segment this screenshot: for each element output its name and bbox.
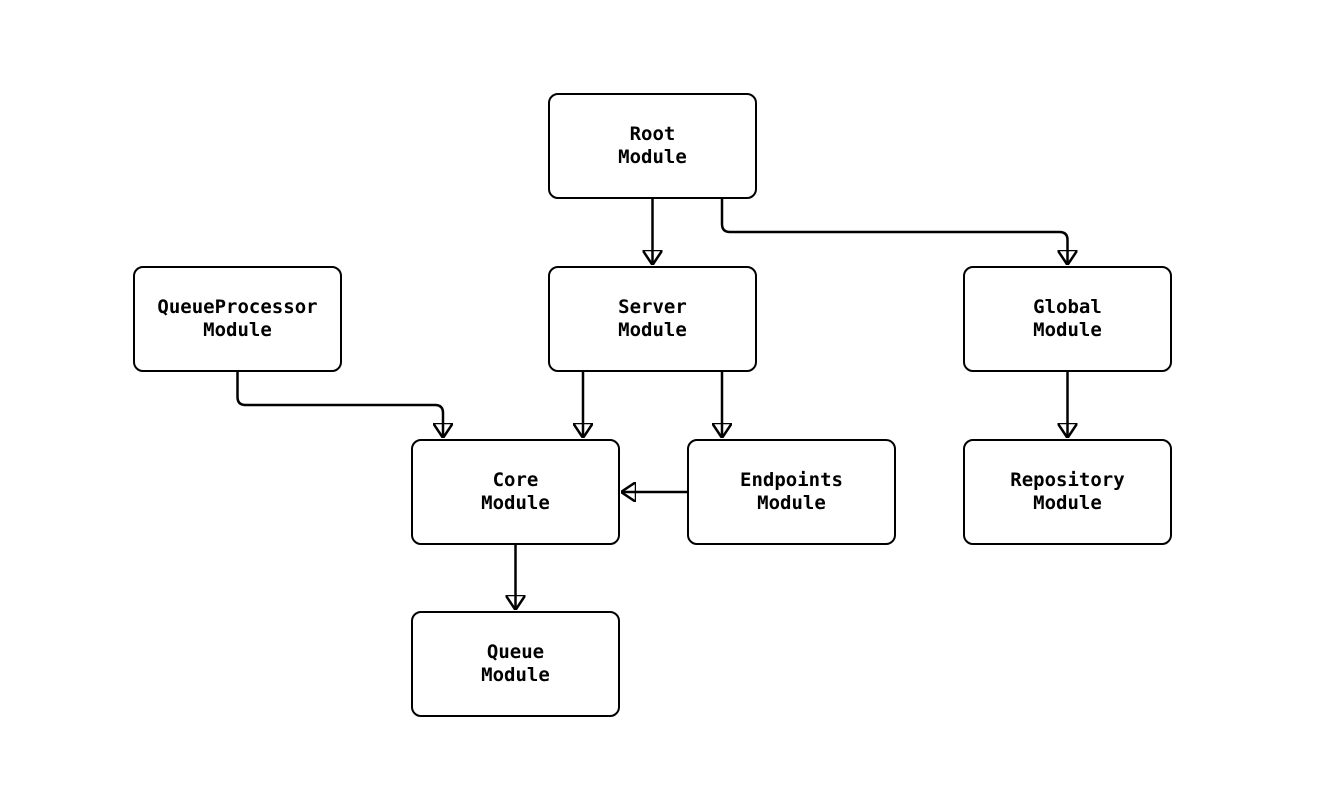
node-label: Module bbox=[757, 492, 826, 514]
node-queueprocessor-module: QueueProcessor Module bbox=[133, 266, 342, 372]
node-core-module: Core Module bbox=[411, 439, 620, 545]
node-label: Module bbox=[618, 319, 687, 341]
node-label: Module bbox=[1033, 319, 1102, 341]
edge-queueprocessor-to-core bbox=[236, 372, 444, 437]
node-label: Queue bbox=[486, 641, 545, 663]
node-label: Module bbox=[618, 146, 687, 168]
node-label: Endpoints bbox=[740, 469, 843, 491]
node-label: Module bbox=[203, 319, 272, 341]
node-label: Module bbox=[481, 492, 550, 514]
node-queue-module: Queue Module bbox=[411, 611, 620, 717]
node-root-module: Root Module bbox=[548, 93, 757, 199]
node-label: Module bbox=[1033, 492, 1102, 514]
node-label: Global bbox=[1033, 296, 1102, 318]
node-label: Core bbox=[492, 469, 539, 491]
node-label: Repository bbox=[1010, 469, 1125, 491]
edge-root-to-global bbox=[720, 199, 1068, 264]
node-global-module: Global Module bbox=[963, 266, 1172, 372]
node-label: Root bbox=[629, 123, 676, 145]
node-server-module: Server Module bbox=[548, 266, 757, 372]
node-label: Server bbox=[618, 296, 687, 318]
node-label: QueueProcessor bbox=[157, 296, 318, 318]
node-label: Module bbox=[481, 664, 550, 686]
node-endpoints-module: Endpoints Module bbox=[687, 439, 896, 545]
node-repository-module: Repository Module bbox=[963, 439, 1172, 545]
